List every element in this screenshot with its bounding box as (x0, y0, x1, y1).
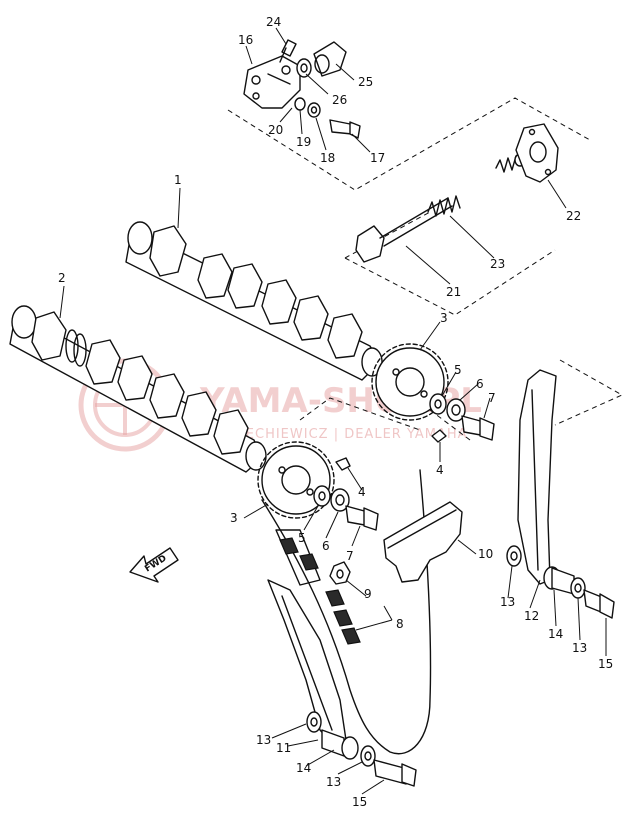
callout-3-upper: 3 (440, 311, 448, 325)
camshaft-upper (125, 221, 383, 381)
callout-24: 24 (266, 15, 281, 29)
callout-11: 11 (276, 741, 291, 755)
tensioner-gasket-plate (515, 123, 559, 183)
leader-lines (59, 27, 607, 795)
sprocket-upper (371, 343, 449, 421)
callout-5-lower: 5 (298, 531, 306, 545)
chain-guide-exhaust (517, 369, 557, 585)
chain-guide-nut (329, 561, 351, 585)
tensioner-stopper-bolt (329, 119, 361, 139)
tensioner-washers (294, 97, 321, 118)
tensioner-cap (313, 41, 347, 77)
callout-4-upper: 4 (436, 463, 444, 477)
callout-7-lower: 7 (346, 549, 354, 563)
sprocket-lower (257, 441, 335, 519)
callout-2: 2 (58, 271, 66, 285)
callout-25: 25 (358, 75, 373, 89)
callout-labels: 1 2 3 3 4 4 5 5 6 6 7 7 8 9 10 11 12 13 … (58, 15, 613, 809)
camshaft-lower (9, 305, 267, 473)
callout-23: 23 (490, 257, 505, 271)
callout-13-right-a: 13 (500, 595, 515, 609)
callout-13-right-b: 13 (572, 641, 587, 655)
callout-14-left: 14 (296, 761, 311, 775)
callout-7-upper: 7 (488, 391, 496, 405)
callout-26: 26 (332, 93, 347, 107)
tensioner-body (243, 55, 301, 109)
callout-21: 21 (446, 285, 461, 299)
callout-18: 18 (320, 151, 335, 165)
tensioner-spring (427, 195, 461, 217)
tensioner-assembly-upper (243, 39, 361, 139)
guide-hardware-left (306, 711, 417, 787)
callout-13-left-a: 13 (256, 733, 271, 747)
tensioner-rod (355, 197, 453, 263)
callout-1: 1 (174, 173, 182, 187)
callout-15-right: 15 (598, 657, 613, 671)
callout-3-lower: 3 (230, 511, 238, 525)
callout-9: 9 (364, 587, 372, 601)
chain-guide-top (383, 501, 463, 583)
tensioner-rod-assembly (355, 123, 559, 263)
callout-6-lower: 6 (322, 539, 330, 553)
sprocket-hardware-lower (313, 457, 379, 531)
callout-6-upper: 6 (476, 377, 484, 391)
callout-22: 22 (566, 209, 581, 223)
callout-13-left-b: 13 (326, 775, 341, 789)
callout-19: 19 (296, 135, 311, 149)
watermark-subtitle: TIECHIEWICZ | DEALER YAMAHA (231, 427, 468, 442)
tensioner-bolt (279, 39, 297, 63)
callout-10: 10 (478, 547, 493, 561)
callout-12: 12 (524, 609, 539, 623)
dashed-group-boundaries (227, 97, 624, 441)
guide-hardware-right (506, 545, 615, 619)
forward-arrow-icon: FWD (129, 547, 179, 583)
callout-14-right: 14 (548, 627, 563, 641)
sprocket-hardware-upper (429, 393, 495, 443)
callout-4-lower: 4 (358, 485, 366, 499)
callout-17: 17 (370, 151, 385, 165)
callout-5-upper: 5 (454, 363, 462, 377)
tensioner-gasket (296, 58, 312, 78)
callout-8: 8 (396, 617, 404, 631)
callout-16: 16 (238, 33, 253, 47)
callout-20: 20 (268, 123, 283, 137)
cam-chain (261, 469, 432, 755)
callout-15-left: 15 (352, 795, 367, 809)
